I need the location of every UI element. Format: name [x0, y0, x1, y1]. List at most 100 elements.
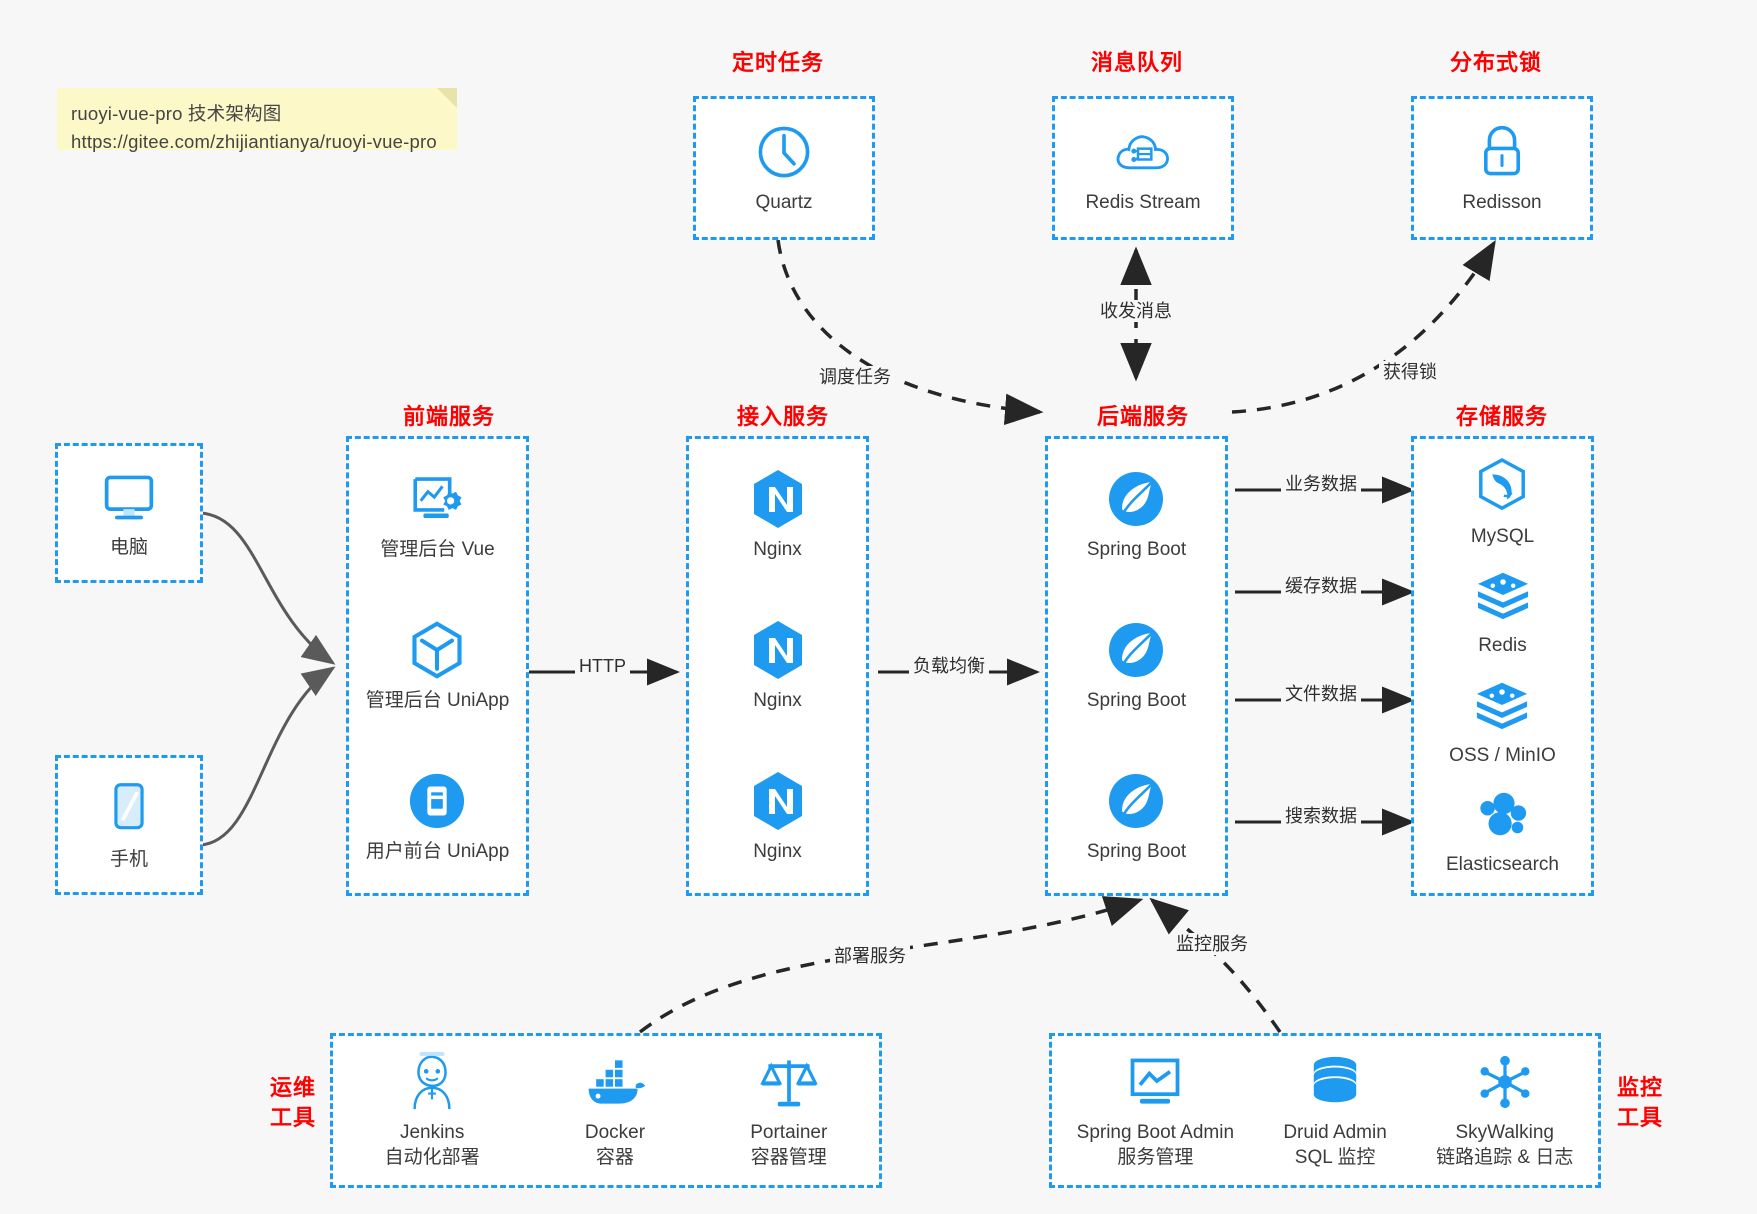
node-user-uniapp[interactable]: 用户前台 UniApp — [365, 770, 510, 864]
node-desktop[interactable]: 电脑 — [99, 466, 159, 560]
node-redis-stream[interactable]: Redis Stream — [1085, 121, 1201, 215]
group-title-gateway: 接入服务 — [736, 404, 829, 429]
database-icon — [1308, 1051, 1362, 1113]
node-label: MySQL — [1470, 525, 1535, 547]
app-window-icon — [408, 770, 466, 832]
redis-stack-icon — [1473, 674, 1531, 736]
node-label: Quartz — [755, 192, 813, 213]
node-label: 管理后台 UniApp — [365, 689, 510, 711]
group-box-monitor: Spring Boot Admin 服务管理 — [1049, 1033, 1601, 1188]
node-sublabel: 自动化部署 — [384, 1147, 480, 1168]
spring-leaf-icon — [1106, 770, 1166, 832]
edge-label-schedule-task: 调度任务 — [815, 366, 895, 388]
group-box-devops: Jenkins 自动化部署 — [330, 1033, 882, 1188]
node-sublabel: 容器管理 — [750, 1147, 827, 1168]
node-spring-boot-admin[interactable]: Spring Boot Admin 服务管理 — [1077, 1051, 1234, 1170]
diagram-note: ruoyi-vue-pro 技术架构图 https://gitee.com/zh… — [57, 88, 457, 152]
mysql-dolphin-icon — [1475, 455, 1529, 517]
node-mobile[interactable]: 手机 — [109, 778, 149, 872]
group-title-backend: 后端服务 — [1096, 404, 1189, 429]
group-title-devops-line2: 工具 — [269, 1105, 316, 1130]
note-url: https://gitee.com/zhijiantianya/ruoyi-vu… — [71, 131, 437, 152]
node-label: SkyWalking — [1455, 1122, 1554, 1143]
node-label: Spring Boot Admin — [1076, 1122, 1235, 1143]
node-quartz[interactable]: Quartz — [755, 121, 813, 215]
note-title: ruoyi-vue-pro 技术架构图 — [71, 103, 282, 124]
edge-label-business-data: 业务数据 — [1281, 473, 1361, 495]
node-admin-vue[interactable]: 管理后台 Vue — [380, 468, 495, 562]
edge-label-load-balance: 负载均衡 — [909, 655, 989, 677]
node-label: Nginx — [753, 841, 802, 863]
node-elasticsearch[interactable]: Elasticsearch — [1446, 783, 1559, 877]
group-title-devops: 运维 工具 — [258, 1073, 328, 1133]
nginx-icon — [750, 468, 806, 530]
group-title-monitor-line1: 监控 — [1616, 1075, 1663, 1100]
clock-icon — [755, 121, 813, 183]
group-box-lock: Redisson — [1411, 96, 1593, 240]
node-label: Spring Boot — [1086, 538, 1187, 560]
node-redisson[interactable]: Redisson — [1462, 121, 1542, 215]
node-label: Portainer — [750, 1122, 828, 1143]
group-title-lock: 分布式锁 — [1449, 50, 1542, 75]
node-label: Redisson — [1462, 192, 1542, 213]
node-skywalking[interactable]: SkyWalking 链路追踪 & 日志 — [1436, 1051, 1573, 1170]
edge-label-monitor-service: 监控服务 — [1172, 933, 1252, 955]
note-fold-corner — [437, 88, 457, 108]
edge-label-cache-data: 缓存数据 — [1281, 575, 1361, 597]
nginx-icon — [750, 770, 806, 832]
group-box-gateway: Nginx Nginx Nginx — [686, 436, 869, 896]
edge-label-acquire-lock: 获得锁 — [1379, 361, 1441, 383]
cube-icon — [408, 619, 466, 681]
node-label: 用户前台 UniApp — [365, 841, 510, 863]
skywalking-node-icon — [1476, 1051, 1534, 1113]
node-label: Druid Admin — [1283, 1122, 1387, 1143]
node-redis[interactable]: Redis — [1474, 564, 1532, 658]
spring-leaf-icon — [1106, 619, 1166, 681]
edge-label-http: HTTP — [575, 655, 630, 677]
mobile-phone-icon — [109, 778, 149, 840]
nginx-icon — [750, 619, 806, 681]
redis-stack-icon — [1474, 564, 1532, 626]
edge-label-deploy-service: 部署服务 — [830, 945, 910, 967]
node-nginx-1[interactable]: Nginx — [750, 468, 806, 562]
node-admin-uniapp[interactable]: 管理后台 UniApp — [365, 619, 510, 713]
group-title-devops-line1: 运维 — [269, 1075, 316, 1100]
group-box-client-mobile: 手机 — [55, 755, 203, 895]
node-label: 电脑 — [109, 537, 148, 558]
group-title-mq: 消息队列 — [1090, 50, 1183, 75]
elasticsearch-icon — [1475, 783, 1531, 845]
node-nginx-2[interactable]: Nginx — [750, 619, 806, 713]
cloud-stream-icon — [1113, 121, 1173, 183]
node-label: 管理后台 Vue — [380, 538, 495, 560]
padlock-icon — [1475, 121, 1529, 183]
node-nginx-3[interactable]: Nginx — [750, 770, 806, 864]
node-label: Jenkins — [399, 1122, 465, 1143]
jenkins-butler-icon — [403, 1051, 461, 1113]
node-mysql[interactable]: MySQL — [1471, 455, 1534, 549]
group-title-storage: 存储服务 — [1455, 404, 1548, 429]
edge-label-search-data: 搜索数据 — [1281, 805, 1361, 827]
node-druid-admin[interactable]: Druid Admin SQL 监控 — [1283, 1051, 1387, 1170]
spring-leaf-icon — [1106, 468, 1166, 530]
portainer-scales-icon — [759, 1051, 819, 1113]
node-sublabel: 链路追踪 & 日志 — [1436, 1147, 1574, 1168]
node-sublabel: 容器 — [595, 1147, 634, 1168]
node-label: Docker — [584, 1122, 646, 1143]
node-label: Elasticsearch — [1446, 854, 1559, 876]
group-title-monitor-line2: 工具 — [1616, 1105, 1663, 1130]
edge-label-file-data: 文件数据 — [1281, 683, 1361, 705]
node-label: Nginx — [753, 689, 802, 711]
node-oss-minio[interactable]: OSS / MinIO — [1449, 674, 1556, 768]
node-docker[interactable]: Docker 容器 — [583, 1051, 647, 1170]
node-jenkins[interactable]: Jenkins 自动化部署 — [385, 1051, 480, 1170]
edge-label-send-receive-message: 收发消息 — [1096, 300, 1176, 322]
dashboard-gear-icon — [408, 468, 466, 530]
node-spring-boot-3[interactable]: Spring Boot — [1087, 770, 1186, 864]
group-box-client-desktop: 电脑 — [55, 443, 203, 583]
group-box-backend: Spring Boot Spring Boot — [1045, 436, 1228, 896]
node-label: OSS / MinIO — [1449, 744, 1556, 766]
node-portainer[interactable]: Portainer 容器管理 — [750, 1051, 827, 1170]
node-spring-boot-2[interactable]: Spring Boot — [1087, 619, 1186, 713]
node-spring-boot-1[interactable]: Spring Boot — [1087, 468, 1186, 562]
group-title-monitor: 监控 工具 — [1605, 1073, 1675, 1133]
